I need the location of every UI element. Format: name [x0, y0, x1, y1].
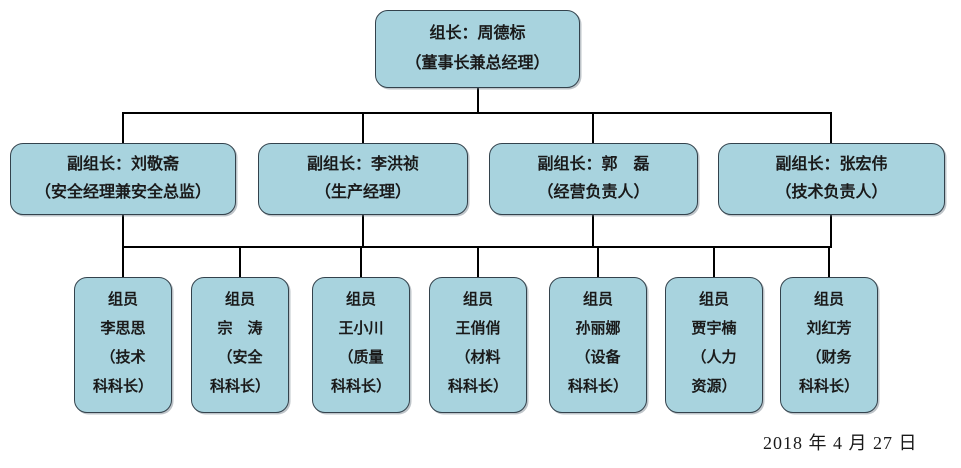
- date-label: 2018 年 4 月 27 日: [763, 433, 918, 453]
- member-6-role: 组员: [698, 292, 729, 308]
- member-5-dept-line1: （设备: [575, 350, 621, 366]
- member-3-role: 组员: [345, 292, 376, 308]
- member-1-dept-line1: （技术: [100, 350, 146, 366]
- member-4-name: 王俏俏: [455, 321, 501, 337]
- org-box-member-1: 组员 李思思 （技术 科科长）: [74, 277, 172, 413]
- deputy-2-title: 副组长：李洪祯: [306, 156, 419, 173]
- org-box-member-5: 组员 孙丽娜 （设备 科科长）: [549, 277, 647, 413]
- org-box-deputy-4: 副组长：张宏伟 （技术负责人）: [718, 143, 945, 215]
- org-box-root: 组长：周德标 （董事长兼总经理）: [375, 10, 580, 88]
- root-subtitle: （董事长兼总经理）: [405, 55, 550, 72]
- deputy-1-title: 副组长：刘敬斋: [66, 156, 179, 173]
- member-6-dept-line2: 资源）: [691, 379, 737, 395]
- member-5-role: 组员: [582, 292, 613, 308]
- org-box-member-6: 组员 贾宇楠 （人力 资源）: [665, 277, 763, 413]
- member-5-name: 孙丽娜: [575, 321, 621, 337]
- org-box-deputy-3: 副组长：郭 磊 （经营负责人）: [489, 143, 698, 215]
- root-title: 组长：周德标: [429, 25, 526, 42]
- member-1-role: 组员: [107, 292, 138, 308]
- member-6-name: 贾宇楠: [691, 321, 737, 337]
- org-box-member-2: 组员 宗 涛 （安全 科科长）: [191, 277, 289, 413]
- member-2-dept-line2: 科科长）: [209, 379, 270, 395]
- deputy-3-subtitle: （经营负责人）: [537, 184, 650, 201]
- member-2-name: 宗 涛: [217, 321, 263, 337]
- member-4-dept-line1: （材料: [455, 350, 501, 366]
- member-4-dept-line2: 科科长）: [447, 379, 508, 395]
- member-4-role: 组员: [462, 292, 493, 308]
- member-7-role: 组员: [813, 292, 844, 308]
- member-5-dept-line2: 科科长）: [567, 379, 628, 395]
- deputy-1-subtitle: （安全经理兼安全总监）: [34, 184, 211, 201]
- member-3-dept-line1: （质量: [338, 350, 384, 366]
- member-3-dept-line2: 科科长）: [330, 379, 391, 395]
- member-6-dept-line1: （人力: [691, 350, 737, 366]
- org-box-member-3: 组员 王小川 （质量 科科长）: [312, 277, 410, 413]
- member-1-name: 李思思: [100, 321, 146, 337]
- deputy-3-title: 副组长：郭 磊: [537, 156, 650, 173]
- member-1-dept-line2: 科科长）: [92, 379, 153, 395]
- org-box-member-7: 组员 刘红芳 （财务 科科长）: [780, 277, 878, 413]
- member-2-dept-line1: （安全: [217, 350, 263, 366]
- org-box-deputy-1: 副组长：刘敬斋 （安全经理兼安全总监）: [10, 143, 236, 215]
- deputy-4-title: 副组长：张宏伟: [775, 156, 888, 173]
- member-7-name: 刘红芳: [806, 321, 852, 337]
- member-7-dept-line2: 科科长）: [798, 379, 859, 395]
- org-box-member-4: 组员 王俏俏 （材料 科科长）: [429, 277, 527, 413]
- member-7-dept-line1: （财务: [806, 350, 852, 366]
- deputy-2-subtitle: （生产经理）: [314, 184, 411, 201]
- org-box-deputy-2: 副组长：李洪祯 （生产经理）: [258, 143, 468, 215]
- deputy-4-subtitle: （技术负责人）: [775, 184, 888, 201]
- member-3-name: 王小川: [338, 321, 384, 337]
- member-2-role: 组员: [224, 292, 255, 308]
